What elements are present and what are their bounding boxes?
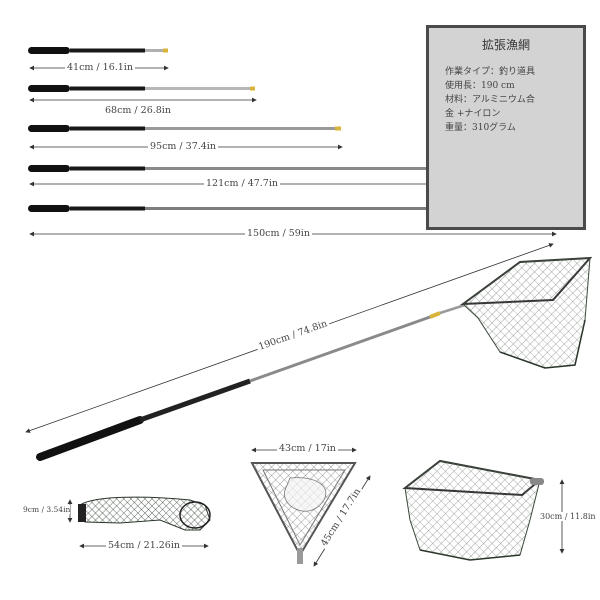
length-label-95cm: 95cm / 37.4in [148,141,218,152]
net-depth-label: 30cm / 11.8in [540,512,596,521]
length-label-68cm: 68cm / 26.8in [103,105,173,116]
folded-height-label: 9cm / 3.54in [23,505,71,514]
spec-box: 拡張漁網 作業タイプ：釣り道具 使用長：190 cm 材料：アルミニウム合 金 … [426,25,586,230]
spec-title: 拡張漁網 [481,38,530,52]
pole-41cm [28,47,168,54]
pole-121cm [28,165,463,172]
length-label-121cm: 121cm / 47.7in [204,178,281,189]
length-label-41cm: 41cm / 16.1in [65,62,135,73]
hoop-width-label: 43cm / 17in [277,443,338,454]
folded-length-label: 54cm / 21.26in [106,540,183,551]
pole-95cm [28,125,341,132]
spec-row-material-cont: 金 +ナイロン [445,109,501,119]
spec-row-weight: 重量：310グラム [445,123,516,133]
spec-row-length: 使用長：190 cm [445,81,515,91]
net-side-view [402,459,544,561]
folded-net [78,496,211,531]
pole-68cm [28,85,255,92]
spec-row-material: 材料：アルミニウム合 [445,95,535,105]
spec-row-type: 作業タイプ：釣り道具 [445,67,536,77]
length-label-150cm: 150cm / 59in [245,228,312,239]
extended-landing-net [36,256,593,461]
